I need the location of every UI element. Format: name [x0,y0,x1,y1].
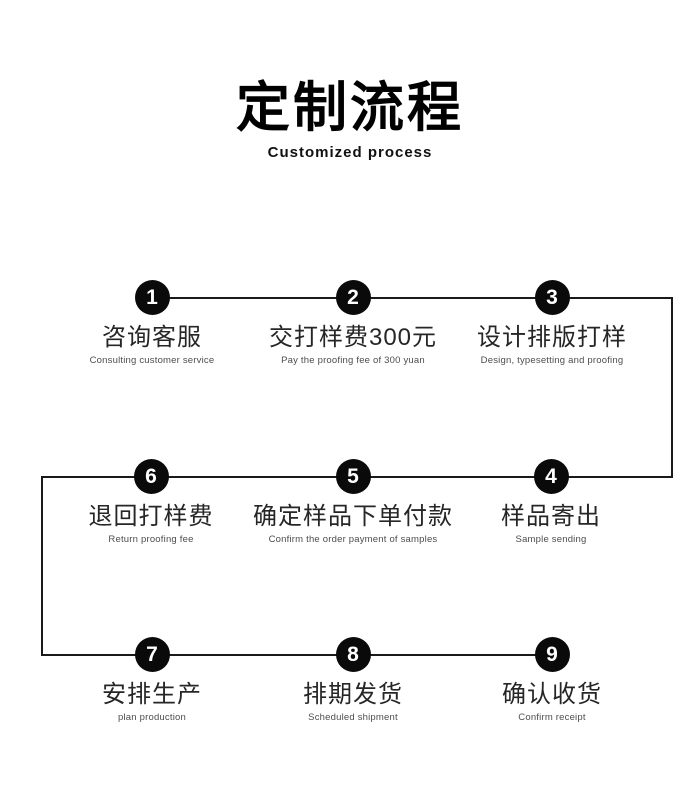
step-4-badge: 4 [533,459,569,494]
step-number: 3 [546,286,558,309]
step-number: 2 [347,286,359,309]
step-number: 8 [347,643,359,666]
page-title: 定制流程 [236,78,464,138]
step-title-cn: 设计排版打样 [477,324,627,351]
flow-step-6: 6 退回打样费 Return proofing fee [31,459,271,546]
step-title-cn: 交打样费300元 [268,324,438,351]
step-subtitle-en: plan production [118,712,186,723]
step-title-cn: 样品寄出 [501,503,601,530]
step-subtitle-en: Pay the proofing fee of 300 yuan [281,355,425,366]
step-subtitle-en: Design, typesetting and proofing [480,355,624,366]
step-number: 6 [145,465,157,488]
step-1-badge: 1 [134,280,170,315]
flow-step-2: 2 交打样费300元 Pay the proofing fee of 300 y… [233,280,473,367]
flow-step-3: 3 设计排版打样 Design, typesetting and proofin… [432,280,672,367]
step-number: 7 [146,643,158,666]
step-title-cn: 安排生产 [102,681,202,708]
step-3-badge: 3 [534,280,570,315]
step-subtitle-en: Confirm receipt [518,712,586,723]
step-subtitle-en: Return proofing fee [108,534,194,545]
step-number: 9 [546,643,558,666]
step-subtitle-en: Confirm the order payment of samples [268,534,438,545]
flow-step-1: 1 咨询客服 Consulting customer service [32,280,272,367]
step-subtitle-en: Sample sending [515,534,587,545]
step-9-badge: 9 [534,637,570,672]
flow-step-8: 8 排期发货 Scheduled shipment [233,637,473,724]
step-title-cn: 排期发货 [303,681,403,708]
step-title-cn: 咨询客服 [102,324,202,351]
step-number: 5 [347,465,359,488]
page-subtitle: Customized process [267,144,433,161]
step-8-badge: 8 [335,637,371,672]
flow-step-7: 7 安排生产 plan production [32,637,272,724]
step-number: 1 [146,286,158,309]
step-subtitle-en: Consulting customer service [89,355,215,366]
step-title-cn: 确认收货 [502,681,602,708]
step-6-badge: 6 [133,459,169,494]
flow-step-9: 9 确认收货 Confirm receipt [432,637,672,724]
step-7-badge: 7 [134,637,170,672]
step-title-cn: 确定样品下单付款 [253,503,453,530]
step-number: 4 [545,465,557,488]
step-2-badge: 2 [335,280,371,315]
step-5-badge: 5 [335,459,371,494]
step-title-cn: 退回打样费 [88,503,214,530]
step-subtitle-en: Scheduled shipment [308,712,398,723]
flow-step-4: 4 样品寄出 Sample sending [431,459,671,546]
flow-step-5: 5 确定样品下单付款 Confirm the order payment of … [233,459,473,546]
